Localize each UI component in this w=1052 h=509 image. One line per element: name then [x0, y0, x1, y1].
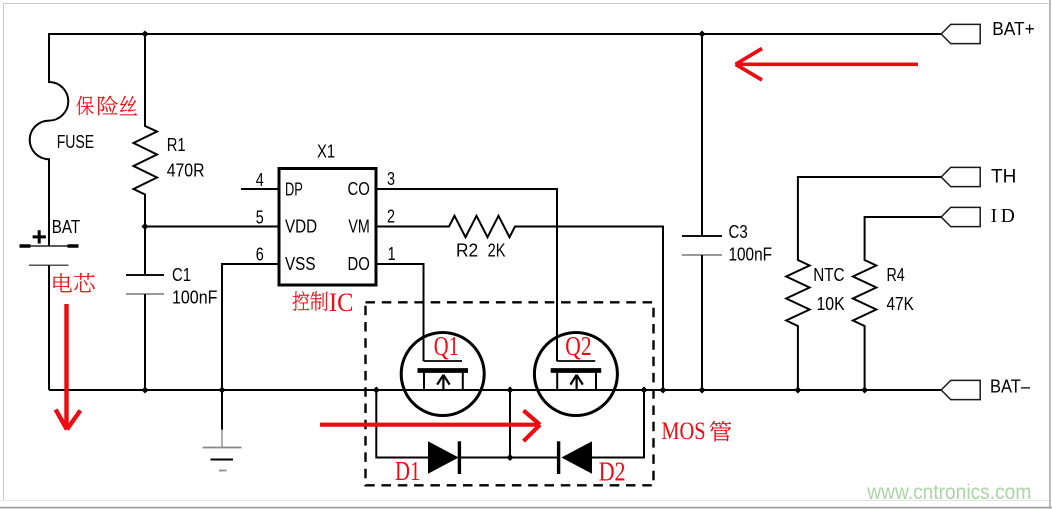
svg-text:BAT: BAT — [52, 217, 80, 237]
svg-text:VM: VM — [348, 217, 369, 237]
svg-text:4: 4 — [256, 170, 264, 190]
svg-text:C3: C3 — [729, 222, 748, 242]
svg-text:MOS: MOS — [661, 416, 705, 445]
svg-text:Q1: Q1 — [434, 331, 459, 361]
svg-text:X1: X1 — [317, 141, 335, 162]
svg-text:5: 5 — [256, 207, 264, 227]
svg-text:CO: CO — [348, 179, 370, 199]
svg-text:D1: D1 — [395, 456, 420, 486]
svg-text:DO: DO — [348, 254, 370, 274]
svg-text:BAT+: BAT+ — [992, 18, 1035, 39]
svg-text:100nF: 100nF — [729, 245, 773, 265]
svg-text:3: 3 — [387, 169, 395, 189]
svg-text:R2: R2 — [456, 241, 478, 261]
svg-text:D2: D2 — [599, 457, 626, 487]
svg-text:IC: IC — [329, 288, 353, 317]
svg-text:1: 1 — [388, 244, 396, 264]
svg-text:R4: R4 — [887, 265, 905, 285]
svg-text:ID: ID — [991, 206, 1015, 227]
svg-text:2: 2 — [387, 207, 395, 227]
svg-text:FUSE: FUSE — [57, 132, 94, 152]
svg-text:R1: R1 — [167, 135, 186, 155]
svg-text:BAT–: BAT– — [990, 375, 1031, 396]
svg-text:100nF: 100nF — [172, 287, 217, 307]
svg-text:47K: 47K — [887, 294, 914, 314]
svg-text:2K: 2K — [488, 241, 506, 261]
svg-text:www.cntronics.com: www.cntronics.com — [866, 481, 1031, 504]
svg-text:Q2: Q2 — [565, 331, 591, 361]
svg-text:470R: 470R — [167, 160, 205, 180]
svg-text:10K: 10K — [817, 294, 845, 314]
svg-text:VDD: VDD — [285, 217, 317, 237]
svg-text:TH: TH — [991, 167, 1016, 188]
svg-text:C1: C1 — [172, 265, 191, 285]
svg-text:NTC: NTC — [813, 265, 844, 285]
svg-text:VSS: VSS — [285, 254, 316, 274]
svg-text:6: 6 — [256, 245, 264, 265]
svg-text:DP: DP — [285, 179, 303, 199]
